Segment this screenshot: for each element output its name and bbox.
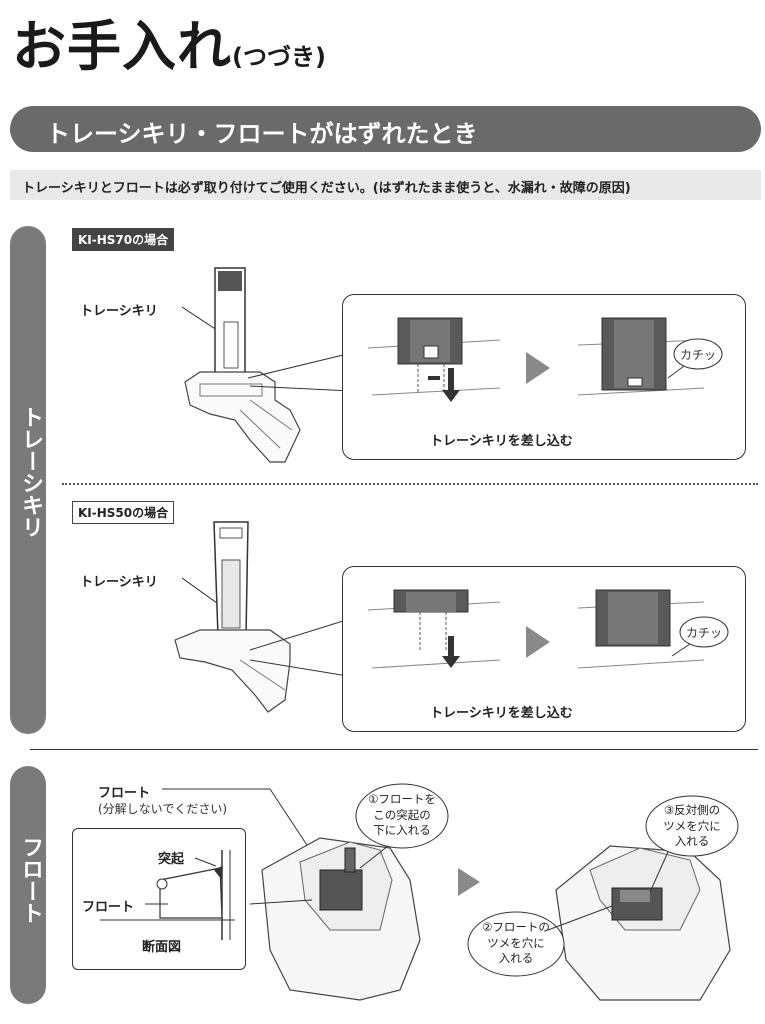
click-label-hs70: カチッ [680, 348, 717, 362]
tray-side-tab-label: トレーシキリ [18, 406, 43, 538]
warning-text: トレーシキリとフロートは必ず取り付けてご使用ください。(はずれたまま使うと、水漏… [22, 181, 631, 196]
tray-part-label-hs50: トレーシキリ [80, 575, 158, 590]
cross-float-label: フロート [82, 900, 135, 915]
step3-callout: ③反対側の ツメを穴に 入れる [663, 803, 721, 849]
page-title: お手入れ(つづき) [12, 2, 326, 81]
caption-hs50: トレーシキリを差し込む [430, 706, 573, 721]
page-title-sub: (つづき) [232, 43, 326, 71]
step2-callout: ②フロートの ツメを穴に 入れる [482, 920, 550, 966]
section-divider [30, 749, 758, 750]
float-label: フロート [98, 786, 151, 801]
caption-hs70: トレーシキリを差し込む [430, 434, 573, 449]
cross-section-box [72, 828, 246, 970]
tray-part-label-hs70: トレーシキリ [80, 304, 158, 319]
float-side-tab: フロート [10, 766, 46, 1004]
section-banner: トレーシキリ・フロートがはずれたとき [10, 106, 761, 152]
model-badge-hs50: KI-HS50の場合 [72, 501, 175, 524]
float-note: (分解しないでください) [98, 802, 228, 816]
step1-callout: ①フロートを この突起の 下に入れる [368, 792, 436, 838]
float-side-tab-label: フロート [18, 836, 43, 924]
next-step-arrow-icon [526, 352, 550, 384]
click-label-hs50: カチッ [686, 626, 723, 640]
cross-section-label: 断面図 [142, 940, 182, 955]
model-badge-hs70: KI-HS70の場合 [72, 228, 175, 251]
projection-label: 突起 [158, 852, 185, 867]
page-title-text: お手入れ [12, 15, 232, 78]
float-next-step-arrow-icon [458, 868, 480, 896]
warning-bar: トレーシキリとフロートは必ず取り付けてご使用ください。(はずれたまま使うと、水漏… [10, 170, 761, 200]
tray-side-tab: トレーシキリ [10, 226, 46, 734]
next-step-arrow-icon-2 [526, 626, 550, 658]
model-divider [62, 483, 758, 485]
section-banner-text: トレーシキリ・フロートがはずれたとき [46, 120, 478, 148]
